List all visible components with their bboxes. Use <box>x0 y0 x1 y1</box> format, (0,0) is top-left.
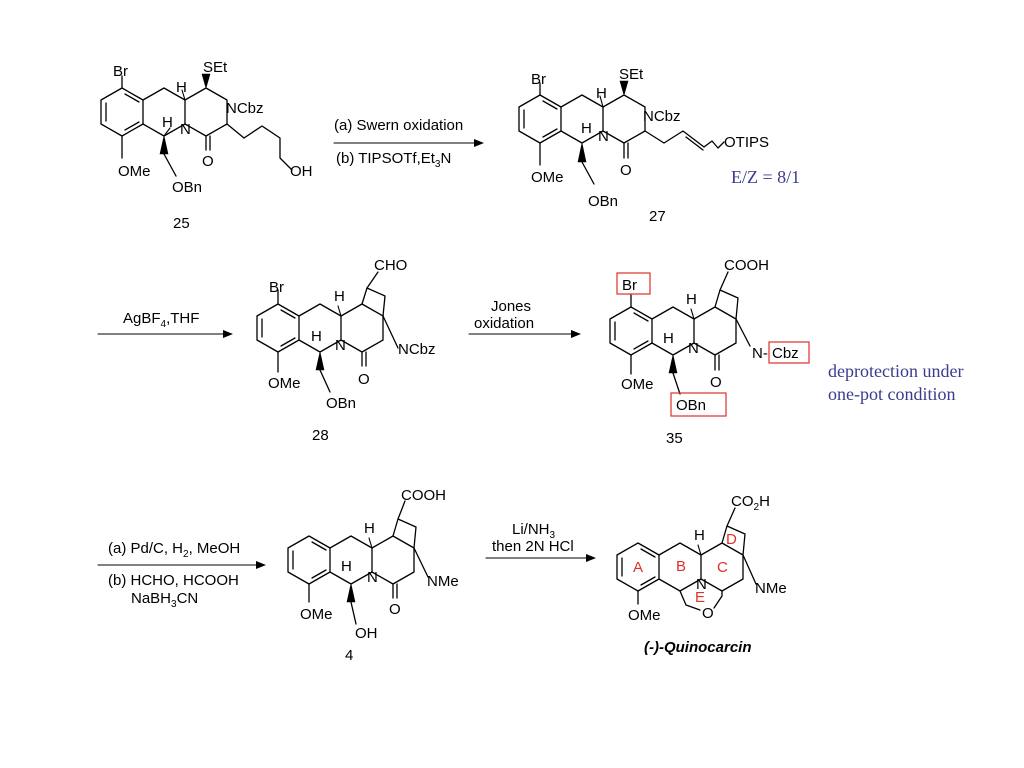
br-label: Br <box>622 277 637 294</box>
n-label: N <box>180 121 191 138</box>
compound-number: 35 <box>666 430 683 447</box>
oh-label: OH <box>355 625 378 642</box>
n-label: N <box>335 337 346 354</box>
ring-label-c: C <box>717 559 728 576</box>
h-label: H <box>364 520 375 537</box>
ncbz-label: NCbz <box>226 100 264 117</box>
ome-label: OMe <box>628 607 661 624</box>
ome-label: OMe <box>531 169 564 186</box>
deprotection-note: deprotection under one-pot condition <box>828 361 963 404</box>
h-label: H <box>694 527 705 544</box>
h-label: H <box>596 85 607 102</box>
h-label: H <box>162 114 173 131</box>
n-label: N <box>367 569 378 586</box>
ome-label: OMe <box>118 163 151 180</box>
compound-4: COOH H H N NMe O OMe OH 4 <box>287 487 459 664</box>
ring-label-b: B <box>676 558 686 575</box>
ez-ratio: E/Z = 8/1 <box>731 167 800 187</box>
o-label: O <box>702 605 714 622</box>
set-label: SEt <box>203 59 228 76</box>
reagent-label: (a) Swern oxidation <box>334 117 463 134</box>
compound-35: Br COOH H H N N- Cbz O OMe OBn 35 <box>609 257 810 447</box>
nme-label: NMe <box>427 573 459 590</box>
h-label: H <box>334 288 345 305</box>
ring-label-d: D <box>726 531 737 548</box>
cho-label: CHO <box>374 257 407 274</box>
oh-label: OH <box>290 163 313 180</box>
o-label: O <box>358 371 370 388</box>
br-label: Br <box>269 279 284 296</box>
set-label: SEt <box>619 66 644 83</box>
reagent-label: NaBH3CN <box>131 590 198 610</box>
reagent-label: (b) TIPSOTf,Et3N <box>336 150 451 170</box>
reagent-label: (a) Pd/C, H2, MeOH <box>108 540 240 560</box>
note-line: deprotection under <box>828 361 963 381</box>
reagent-label: Li/NH3 <box>512 521 556 541</box>
reaction-arrow-4: (a) Pd/C, H2, MeOH (b) HCHO, HCOOH NaBH3… <box>97 540 266 610</box>
br-label: Br <box>531 71 546 88</box>
o-label: O <box>710 374 722 391</box>
reagent-label: AgBF4,THF <box>123 310 199 330</box>
h-label: H <box>663 330 674 347</box>
cbz-label: Cbz <box>772 345 799 362</box>
cooh-label: COOH <box>724 257 769 274</box>
h-label: H <box>341 558 352 575</box>
obn-label: OBn <box>588 193 618 210</box>
reagent-label: (b) HCHO, HCOOH <box>108 572 239 589</box>
compound-number: 4 <box>345 647 353 664</box>
n-label: N <box>696 576 707 593</box>
note-line: one-pot condition <box>828 384 955 404</box>
otips-label: OTIPS <box>724 134 769 151</box>
h-label: H <box>311 328 322 345</box>
n-label: N <box>598 128 609 145</box>
h-label: H <box>176 79 187 96</box>
ome-label: OMe <box>621 376 654 393</box>
n-cbz-label: N- <box>752 345 768 362</box>
h-label: H <box>686 291 697 308</box>
reaction-arrow-3: Jones oxidation <box>468 298 581 338</box>
nme-label: NMe <box>755 580 787 597</box>
h-label: H <box>581 120 592 137</box>
product-name: (-)-Quinocarcin <box>644 639 752 656</box>
compound-25: Br H H SEt NCbz N O OMe OBn OH 25 <box>100 59 313 232</box>
ncbz-label: NCbz <box>398 341 436 358</box>
ring-label-e: E <box>695 589 705 606</box>
ncbz-label: NCbz <box>643 108 681 125</box>
reagent-label: Jones <box>491 298 531 315</box>
highlight-box-cbz <box>768 341 810 364</box>
quinocarcin: CO2H H N NMe O OMe A B C D E (-)-Quinoca… <box>616 493 787 656</box>
ring-label-a: A <box>633 559 643 576</box>
reagent-label: oxidation <box>474 315 534 332</box>
o-label: O <box>620 162 632 179</box>
reagent-label: then 2N HCl <box>492 538 574 555</box>
o-label: O <box>389 601 401 618</box>
obn-label: OBn <box>676 397 706 414</box>
compound-28: Br CHO H H N NCbz O OMe OBn 28 <box>256 257 436 444</box>
reaction-arrow-1: (a) Swern oxidation (b) TIPSOTf,Et3N <box>333 117 484 170</box>
compound-number: 27 <box>649 208 666 225</box>
o-label: O <box>202 153 214 170</box>
ome-label: OMe <box>268 375 301 392</box>
co2h-label: CO2H <box>731 493 770 513</box>
highlight-box-br <box>616 272 651 295</box>
cooh-label: COOH <box>401 487 446 504</box>
highlight-box-obn <box>670 392 727 417</box>
obn-label: OBn <box>326 395 356 412</box>
n-label: N <box>688 340 699 357</box>
reaction-arrow-5: Li/NH3 then 2N HCl <box>485 521 596 562</box>
compound-number: 25 <box>173 215 190 232</box>
obn-label: OBn <box>172 179 202 196</box>
compound-number: 28 <box>312 427 329 444</box>
br-label: Br <box>113 63 128 80</box>
ome-label: OMe <box>300 606 333 623</box>
compound-27: Br H H SEt NCbz N O OMe OBn OTIPS E/Z = … <box>518 66 800 225</box>
reaction-arrow-2: AgBF4,THF <box>97 310 233 338</box>
